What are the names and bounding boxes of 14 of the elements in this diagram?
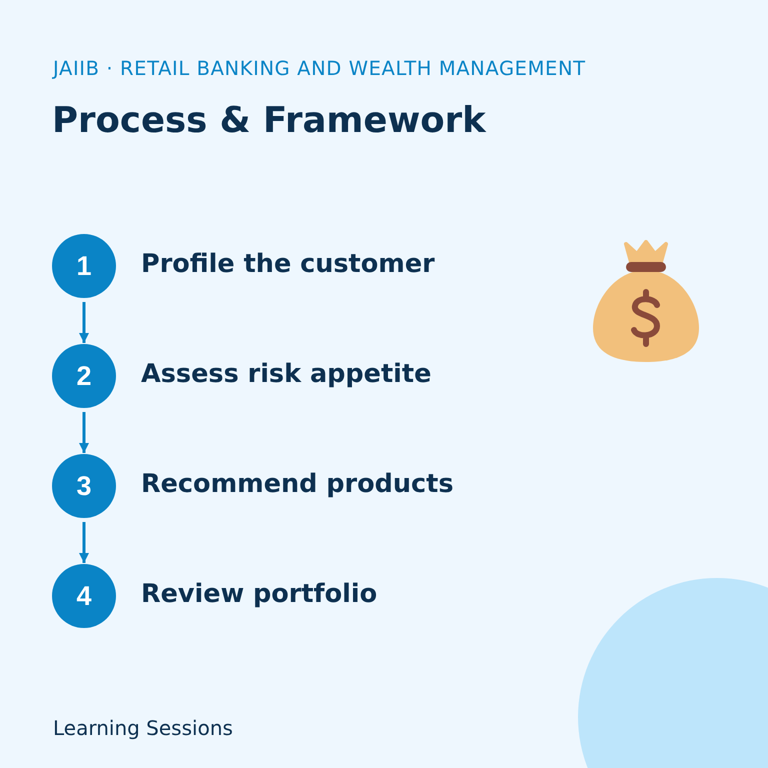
arrow bbox=[79, 522, 89, 563]
subtitle: JAIIB · RETAIL BANKING AND WEALTH MANAGEMENT bbox=[53, 57, 586, 80]
step-label: Review portfolio bbox=[141, 579, 378, 609]
arrow bbox=[79, 302, 89, 343]
footer-text: Learning Sessions bbox=[53, 716, 233, 740]
step-number-circle: 2 bbox=[52, 344, 116, 408]
title: Process & Framework bbox=[52, 100, 486, 141]
step-label: Profile the customer bbox=[141, 249, 435, 279]
arrow bbox=[79, 412, 89, 453]
step-label: Assess risk appetite bbox=[141, 359, 432, 389]
step-number-circle: 1 bbox=[52, 234, 116, 298]
step-label: Recommend products bbox=[141, 469, 454, 499]
step-number-circle: 3 bbox=[52, 454, 116, 518]
step-number-circle: 4 bbox=[52, 564, 116, 628]
